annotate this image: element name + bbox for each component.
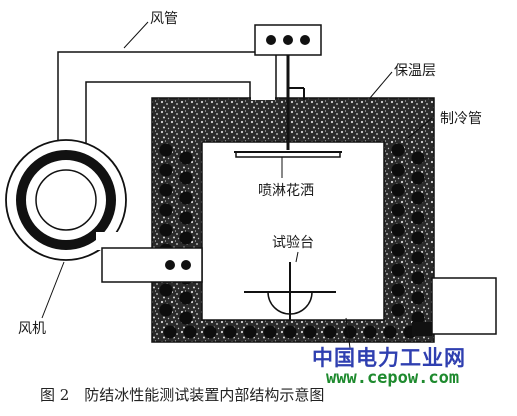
refrigeration-pipe-section <box>391 223 405 237</box>
leader-bottom <box>345 317 351 349</box>
fan-ring <box>16 150 116 250</box>
leader-insulation <box>369 71 393 99</box>
fan-outlet-gap <box>96 232 118 250</box>
controller-indicator-3 <box>300 35 310 45</box>
refrigeration-pipe-section <box>283 325 297 339</box>
figure-caption: 图 2 防结冰性能测试装置内部结构示意图 <box>40 386 325 404</box>
refrigeration-pipe-section <box>203 325 217 339</box>
leader-duct <box>123 21 149 49</box>
refrigeration-pipe-section <box>179 291 193 305</box>
refrigeration-pipe-section <box>179 311 193 325</box>
refrigeration-connector <box>412 322 432 336</box>
refrigeration-pipe-section <box>263 325 277 339</box>
refrigeration-pipe-section <box>163 325 177 339</box>
test-bench-bowl <box>267 291 313 315</box>
refrigeration-pipe-section <box>159 223 173 237</box>
refrigeration-pipe-section <box>243 325 257 339</box>
refrigeration-pipe-section <box>411 251 425 265</box>
refrigeration-pipe-section <box>323 325 337 339</box>
refrigeration-pipe-section <box>179 171 193 185</box>
refrigeration-pipe-section <box>343 325 357 339</box>
fan-hub <box>35 169 97 231</box>
air-duct <box>57 51 277 170</box>
refrigeration-pipe-section <box>391 143 405 157</box>
air-duct-inner <box>85 81 251 175</box>
refrigeration-pipe-section <box>159 183 173 197</box>
label-duct: 风管 <box>150 11 178 27</box>
refrigeration-pipe-section <box>383 325 397 339</box>
refrigeration-pipe-section <box>179 191 193 205</box>
refrigeration-pipe-section <box>391 263 405 277</box>
refrigeration-pipe-section <box>411 211 425 225</box>
refrigeration-pipe-section <box>363 325 377 339</box>
refrigeration-pipe-section <box>411 191 425 205</box>
refrigeration-pipe-section <box>159 203 173 217</box>
controller-indicator-2 <box>283 35 293 45</box>
watermark-name: 中国电力工业网 <box>312 346 466 370</box>
label-refrigeration-pipe: 制冷管 <box>440 111 482 127</box>
refrigeration-pipe-section <box>411 271 425 285</box>
refrigeration-pipes <box>159 143 425 339</box>
refrigeration-pipe-section <box>391 163 405 177</box>
refrigeration-pipe-section <box>391 303 405 317</box>
fan-outlet-indicator-2 <box>181 260 191 270</box>
refrigeration-pipe-section <box>159 143 173 157</box>
refrigeration-pipe-section <box>223 325 237 339</box>
refrigeration-pipe-section <box>159 163 173 177</box>
refrigeration-pipe-section <box>179 231 193 245</box>
refrigeration-pipe-section <box>391 283 405 297</box>
refrigeration-pipe-section <box>391 183 405 197</box>
refrigeration-pipe-section <box>411 151 425 165</box>
refrigeration-pipe-section <box>411 291 425 305</box>
label-sprinkler: 喷淋花洒 <box>258 183 314 199</box>
refrigeration-unit <box>431 277 497 335</box>
label-insulation: 保温层 <box>394 63 436 79</box>
fan-outlet-box <box>101 247 203 283</box>
refrigeration-pipe-section <box>159 303 173 317</box>
refrigeration-pipe-section <box>179 151 193 165</box>
watermark-url: www.cepow.com <box>326 368 460 388</box>
duct-outlet-mask <box>251 96 275 100</box>
leader-fan <box>41 261 65 319</box>
refrigeration-pipe-section <box>411 311 425 325</box>
refrigeration-pipe-section <box>411 171 425 185</box>
leader-refrigeration <box>407 117 433 139</box>
refrigeration-pipe-section <box>183 325 197 339</box>
controller-indicator-1 <box>266 35 276 45</box>
inner-chamber <box>201 141 385 321</box>
refrigeration-pipe-section <box>411 231 425 245</box>
label-fan: 风机 <box>18 321 46 337</box>
refrigeration-pipe-section <box>391 203 405 217</box>
leader-test-bench <box>295 251 299 263</box>
fan-outlet-indicator-1 <box>165 260 175 270</box>
refrigeration-pipe-section <box>303 325 317 339</box>
refrigeration-pipe-section <box>159 283 173 297</box>
refrigeration-pipe-section <box>391 243 405 257</box>
label-test-bench: 试验台 <box>272 235 314 251</box>
refrigeration-pipe-section <box>179 211 193 225</box>
